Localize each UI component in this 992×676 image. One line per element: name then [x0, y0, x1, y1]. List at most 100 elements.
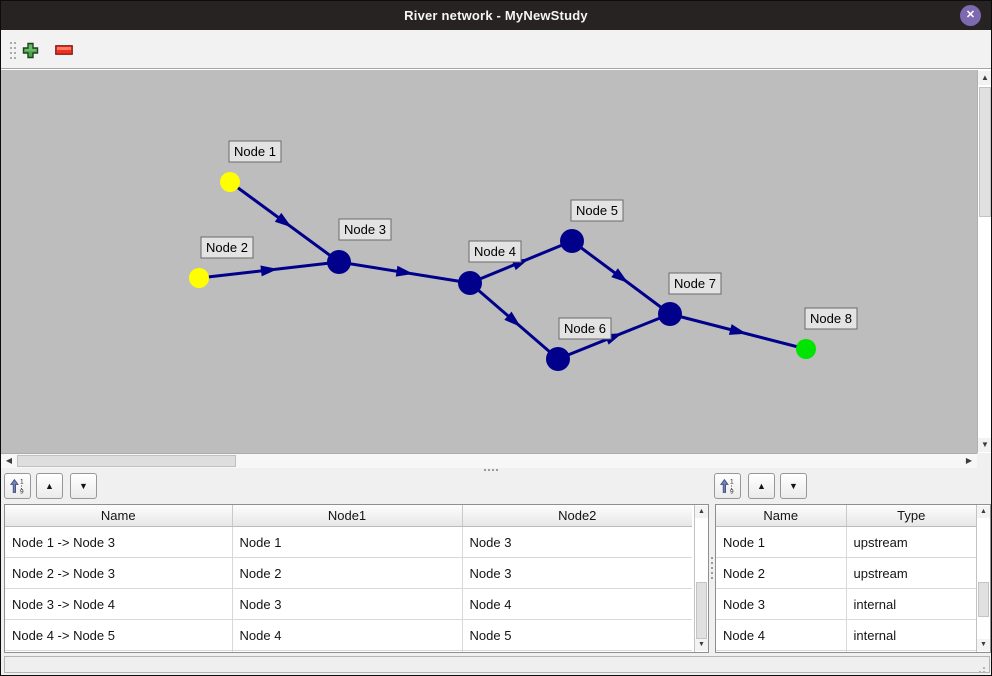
node-label-box-node-5[interactable] [570, 199, 624, 222]
table-cell[interactable]: internal [846, 619, 976, 651]
graph-node-node-2[interactable] [189, 268, 209, 288]
table-cell[interactable]: Node 3 [716, 588, 847, 620]
table-cell[interactable] [5, 650, 233, 652]
node-label-box-node-6[interactable] [558, 317, 612, 340]
titlebar[interactable]: River network - MyNewStudy ✕ [1, 1, 991, 30]
vertical-scrollbar-thumb[interactable] [979, 87, 991, 217]
node-label-box-node-7[interactable] [668, 272, 722, 295]
node-label-text: Node 8 [810, 311, 852, 326]
node-label-box-node-8[interactable] [804, 307, 858, 330]
nodes-sort-button[interactable]: 1 9 [714, 473, 741, 499]
table-cell[interactable]: Node 2 -> Node 3 [5, 557, 233, 589]
table-cell[interactable]: Node 3 -> Node 4 [5, 588, 233, 620]
vertical-splitter-handle[interactable] [711, 557, 713, 559]
scroll-right-icon[interactable]: ▶ [965, 456, 973, 465]
nodes-table-scrollbar[interactable]: ▲ ▼ [976, 505, 990, 652]
table-cell[interactable] [232, 650, 463, 652]
table-scrollbar-thumb[interactable] [978, 582, 989, 617]
column-header-name[interactable]: Name [716, 505, 847, 527]
down-arrow-icon: ▼ [789, 480, 798, 491]
table-cell[interactable]: internal [846, 588, 976, 620]
nodes-move-down-button[interactable]: ▼ [780, 473, 807, 499]
svg-text:9: 9 [730, 489, 734, 496]
table-cell[interactable]: Node 3 [462, 557, 692, 589]
branches-move-up-button[interactable]: ▲ [36, 473, 63, 499]
table-cell[interactable] [462, 650, 692, 652]
table-cell[interactable]: Node 3 [232, 588, 463, 620]
horizontal-scrollbar-thumb[interactable] [17, 455, 236, 467]
table-cell[interactable]: Node 1 [716, 526, 847, 558]
node-label-text: Node 2 [206, 240, 248, 255]
table-row[interactable] [5, 650, 692, 652]
graph-node-node-4[interactable] [458, 271, 482, 295]
scroll-up-icon[interactable]: ▲ [978, 71, 991, 85]
scroll-down-icon[interactable]: ▼ [695, 639, 708, 651]
resize-grip-icon[interactable] [983, 667, 985, 669]
branches-table-scrollbar[interactable]: ▲ ▼ [694, 505, 708, 652]
node-label-box-node-4[interactable] [468, 240, 522, 263]
column-header-node1[interactable]: Node1 [232, 505, 463, 527]
column-header-node2[interactable]: Node2 [462, 505, 692, 527]
graph-node-node-3[interactable] [327, 250, 351, 274]
canvas-vertical-scrollbar[interactable]: ▲ ▼ [977, 70, 991, 453]
table-cell[interactable]: Node 5 [462, 619, 692, 651]
column-header-name[interactable]: Name [5, 505, 233, 527]
branches-sort-button[interactable]: 1 9 [4, 473, 31, 499]
table-cell[interactable]: upstream [846, 526, 976, 558]
graph-node-node-7[interactable] [658, 302, 682, 326]
remove-button[interactable] [53, 39, 75, 61]
graph-node-node-8[interactable] [796, 339, 816, 359]
graph-node-node-5[interactable] [560, 229, 584, 253]
table-cell[interactable]: Node 4 -> Node 5 [5, 619, 233, 651]
table-cell[interactable]: Node 1 [232, 526, 463, 558]
table-cell[interactable]: Node 2 [232, 557, 463, 589]
table-row[interactable] [716, 650, 976, 652]
toolbar [1, 30, 991, 69]
canvas-horizontal-scrollbar[interactable]: ◀ ▶ [1, 453, 977, 468]
table-cell[interactable] [716, 650, 847, 652]
table-cell[interactable]: Node 4 [462, 588, 692, 620]
branches-move-down-button[interactable]: ▼ [70, 473, 97, 499]
table-cell[interactable]: Node 3 [462, 526, 692, 558]
node-label-text: Node 7 [674, 276, 716, 291]
down-arrow-icon: ▼ [79, 480, 88, 491]
table-cell[interactable]: Node 2 [716, 557, 847, 589]
graph-node-node-6[interactable] [546, 347, 570, 371]
svg-text:1: 1 [20, 479, 24, 486]
node-label-box-node-2[interactable] [200, 236, 254, 259]
nodes-move-up-button[interactable]: ▲ [748, 473, 775, 499]
up-arrow-icon: ▲ [757, 480, 766, 491]
table-cell[interactable]: Node 4 [716, 619, 847, 651]
column-header-type[interactable]: Type [846, 505, 976, 527]
horizontal-splitter-handle[interactable] [484, 469, 486, 471]
scroll-left-icon[interactable]: ◀ [5, 456, 13, 465]
table-cell[interactable]: Node 1 -> Node 3 [5, 526, 233, 558]
table-cell[interactable] [846, 650, 976, 652]
node-label-box-node-1[interactable] [228, 140, 282, 163]
table-cell[interactable]: upstream [846, 557, 976, 589]
scroll-up-icon[interactable]: ▲ [695, 506, 708, 518]
scroll-down-icon[interactable]: ▼ [978, 438, 991, 452]
scroll-up-icon[interactable]: ▲ [977, 506, 990, 518]
add-button[interactable] [19, 39, 41, 61]
graph-node-node-1[interactable] [220, 172, 240, 192]
table-cell[interactable]: Node 4 [232, 619, 463, 651]
node-label-box-node-3[interactable] [338, 218, 392, 241]
toolbar-grip-handle[interactable] [10, 42, 12, 44]
edge-direction-arrow-icon [611, 268, 629, 283]
close-button[interactable]: ✕ [960, 5, 981, 26]
table-scrollbar-thumb[interactable] [696, 582, 707, 639]
scroll-down-icon[interactable]: ▼ [977, 639, 990, 651]
